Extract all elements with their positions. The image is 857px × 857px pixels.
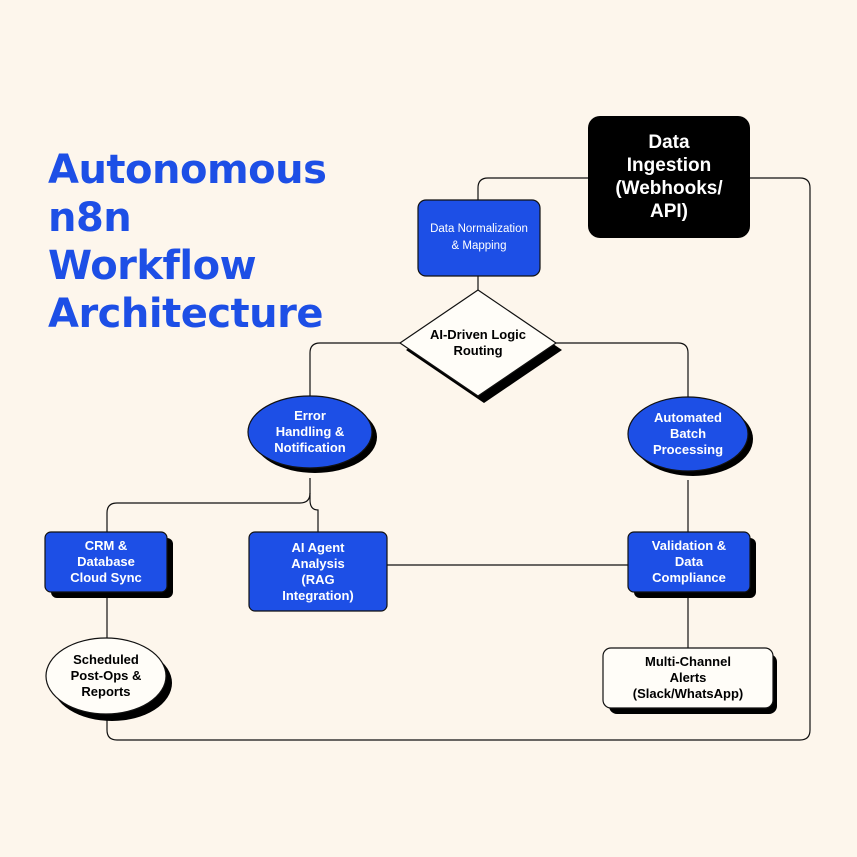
node-scheduled-ellipse <box>45 637 167 715</box>
node-agent-box <box>248 531 388 612</box>
node-validation-box <box>627 531 751 593</box>
title-line-1: Autonomous <box>48 147 327 193</box>
title-line-2: n8n <box>48 195 132 241</box>
node-normalization-box <box>417 199 541 277</box>
connector-ingestion-loop <box>106 177 811 741</box>
node-error-ellipse <box>247 395 373 469</box>
connector-error-agent <box>309 493 319 532</box>
title-line-3: Workflow <box>48 243 257 289</box>
node-batch-ellipse <box>627 396 749 472</box>
connectors <box>106 177 811 741</box>
connector-error-crm <box>106 478 311 532</box>
node-ingestion-box <box>588 116 750 238</box>
title-line-4: Architecture <box>48 291 324 337</box>
connector-routing-batch <box>556 342 689 406</box>
connector-routing-error <box>309 342 402 408</box>
node-routing-diamond <box>398 289 558 397</box>
connector-ingestion-normalization <box>477 177 588 200</box>
node-crm-box <box>44 531 168 593</box>
diagram-title: Autonomous n8n Workflow Architecture <box>48 146 338 338</box>
node-alerts-box <box>602 647 774 709</box>
